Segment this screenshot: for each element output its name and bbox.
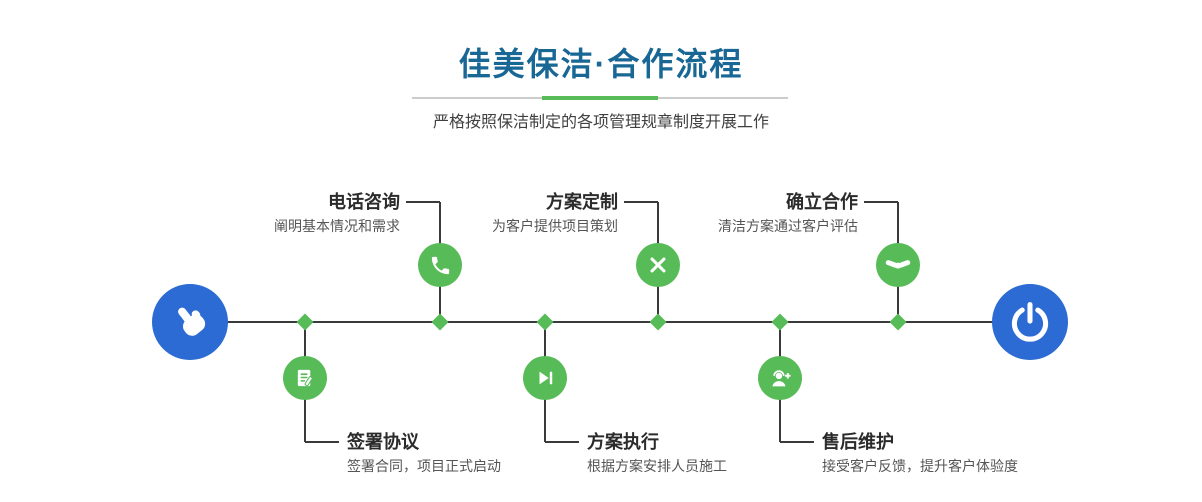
- diamond-marker: [536, 313, 554, 331]
- step-node-phone: [418, 243, 462, 287]
- contract-pen-icon: [294, 367, 317, 390]
- step-node-support: [758, 356, 802, 400]
- step-desc: 为客户提供项目策划: [492, 218, 618, 234]
- divider-accent: [542, 96, 658, 100]
- pointing-hand-icon: [161, 293, 220, 352]
- step-desc: 根据方案安排人员施工: [587, 458, 727, 474]
- page-title: 佳美保洁·合作流程: [458, 46, 744, 82]
- connector-line: [864, 201, 898, 203]
- step-title: 方案定制: [546, 192, 618, 212]
- step-title: 签署协议: [347, 432, 419, 452]
- timeline-line: [190, 321, 1030, 323]
- play-execute-icon: [534, 367, 556, 389]
- connector-line: [406, 201, 440, 203]
- step-desc: 阐明基本情况和需求: [274, 218, 400, 234]
- step-desc: 接受客户反馈，提升客户体验度: [822, 458, 1018, 474]
- step-node-contract: [283, 356, 327, 400]
- handshake-icon: [885, 252, 911, 278]
- customer-support-icon: [768, 366, 793, 391]
- diamond-marker: [431, 313, 449, 331]
- step-node-design: [636, 243, 680, 287]
- page-subtitle: 严格按照保洁制定的各项管理规章制度开展工作: [432, 114, 769, 131]
- phone-icon: [429, 254, 452, 277]
- step-title: 方案执行: [587, 432, 659, 452]
- power-icon: [1008, 300, 1052, 344]
- design-tools-icon: [647, 254, 669, 276]
- connector-line: [624, 201, 658, 203]
- connector-line: [305, 441, 339, 443]
- step-node-execute: [523, 356, 567, 400]
- step-node-handshake: [876, 243, 920, 287]
- connector-line: [545, 441, 579, 443]
- step-title: 确立合作: [786, 192, 858, 212]
- step-title: 售后维护: [822, 432, 894, 452]
- diamond-marker: [889, 313, 907, 331]
- diamond-marker: [296, 313, 314, 331]
- step-desc: 清洁方案通过客户评估: [718, 218, 858, 234]
- title-divider: [412, 96, 788, 100]
- connector-line: [780, 441, 814, 443]
- start-node: [152, 284, 228, 360]
- end-node: [992, 284, 1068, 360]
- step-title: 电话咨询: [328, 192, 400, 212]
- diamond-marker: [649, 313, 667, 331]
- diamond-marker: [771, 313, 789, 331]
- step-desc: 签署合同，项目正式启动: [347, 458, 501, 474]
